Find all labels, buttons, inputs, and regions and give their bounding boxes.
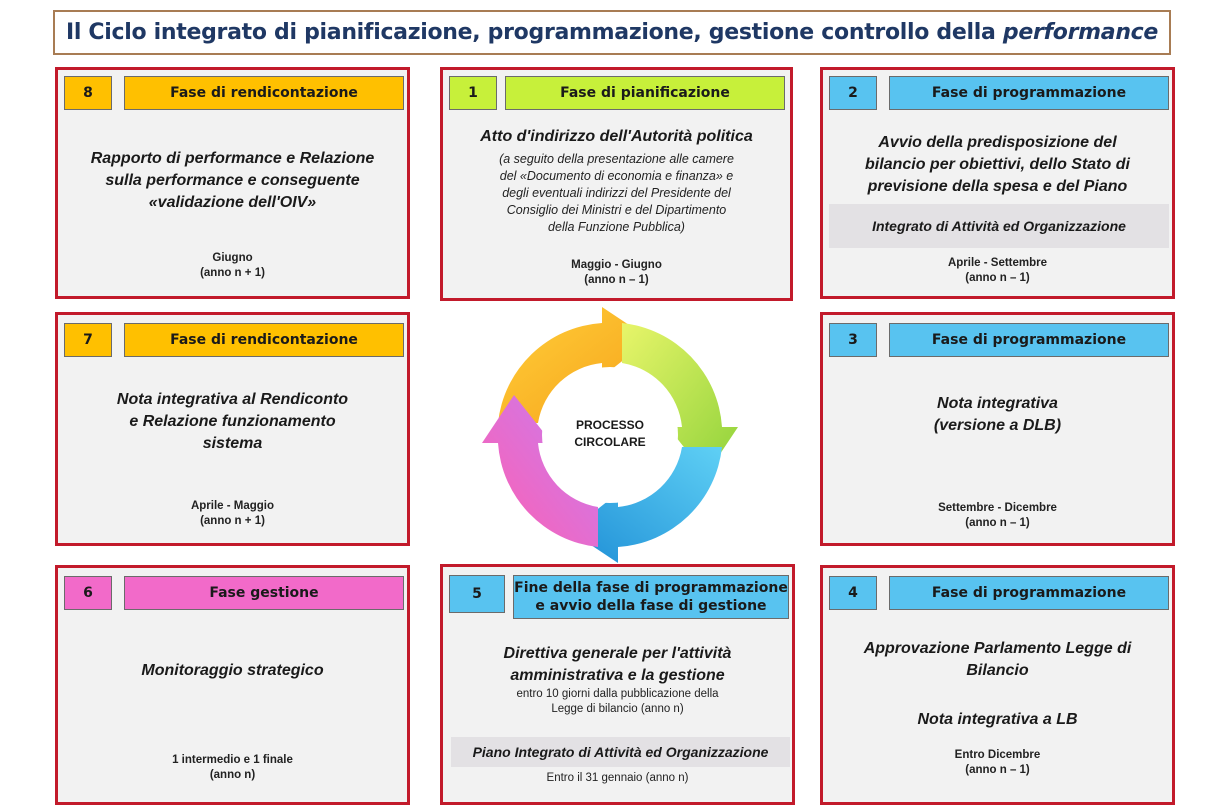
phase-box-6: 6 Fase gestione Monitoraggio strategico … [55, 565, 410, 805]
phase-box-2: 2 Fase di programmazione Avvio della pre… [820, 67, 1175, 299]
box-5-highlight: Piano Integrato di Attività ed Organizza… [451, 737, 790, 767]
box-5-after: Entro il 31 gennaio (anno n) [546, 772, 689, 784]
phase-label-8: Fase di rendicontazione [124, 76, 404, 110]
arrow-pink-segment [482, 395, 598, 547]
phase-label-4: Fase di programmazione [889, 576, 1169, 610]
step-number-3: 3 [829, 323, 877, 357]
box-2-main: Avvio della predisposizione del bilancio… [865, 134, 1130, 195]
step-number-5: 5 [449, 575, 505, 613]
box-8-date: Giugno (anno n + 1) [200, 252, 265, 279]
box-1-main: Atto d'indirizzo dell'Autorità politica [480, 128, 753, 145]
box-3-date: Settembre - Dicembre (anno n – 1) [938, 502, 1057, 529]
arrow-yellow-segment [498, 307, 650, 423]
phase-box-4: 4 Fase di programmazione Approvazione Pa… [820, 565, 1175, 805]
phase-box-8: 8 Fase di rendicontazione Rapporto di pe… [55, 67, 410, 299]
arrow-blue-segment [570, 447, 722, 563]
step-number-2: 2 [829, 76, 877, 110]
phase-label-6: Fase gestione [124, 576, 404, 610]
page-title: Il Ciclo integrato di pianificazione, pr… [53, 10, 1171, 55]
box-2-highlight: Integrato di Attività ed Organizzazione [829, 204, 1169, 248]
box-1-sub: (a seguito della presentazione alle came… [499, 152, 734, 234]
step-number-4: 4 [829, 576, 877, 610]
box-6-date: 1 intermedio e 1 finale (anno n) [172, 754, 293, 781]
phase-label-3: Fase di programmazione [889, 323, 1169, 357]
title-italic: performance [1002, 20, 1159, 45]
center-circle [542, 367, 678, 503]
box-1-date: Maggio - Giugno (anno n – 1) [571, 259, 662, 286]
step-number-7: 7 [64, 323, 112, 357]
box-2-date: Aprile - Settembre (anno n – 1) [947, 257, 1048, 284]
phase-label-7: Fase di rendicontazione [124, 323, 404, 357]
step-number-6: 6 [64, 576, 112, 610]
circular-process-diagram: PROCESSO CIRCOLARE [482, 307, 738, 563]
box-4-main2: Nota integrativa a LB [917, 711, 1078, 728]
title-text: Il Ciclo integrato di pianificazione, pr… [65, 20, 1003, 45]
box-6-main: Monitoraggio strategico [141, 662, 324, 679]
box-3-main: Nota integrativa (versione a DLB) [933, 395, 1062, 434]
box-8-main: Rapporto di performance e Relazione sull… [90, 150, 375, 211]
box-4-date: Entro Dicembre (anno n – 1) [954, 749, 1041, 776]
center-label-line1: PROCESSO [576, 418, 644, 432]
box-7-main: Nota integrativa al Rendiconto e Relazio… [116, 391, 349, 452]
box-4-main: Approvazione Parlamento Legge di Bilanci… [863, 640, 1132, 679]
arrow-green-segment [622, 323, 738, 475]
step-number-1: 1 [449, 76, 497, 110]
phase-box-3: 3 Fase di programmazione Nota integrativ… [820, 312, 1175, 546]
phase-label-2: Fase di programmazione [889, 76, 1169, 110]
box-5-main: Direttiva generale per l'attività ammini… [503, 645, 732, 684]
center-label-line2: CIRCOLARE [574, 435, 645, 449]
box-5-small: entro 10 giorni dalla pubblicazione dell… [516, 688, 719, 715]
step-number-8: 8 [64, 76, 112, 110]
phase-box-1: 1 Fase di pianificazione Atto d'indirizz… [440, 67, 793, 301]
phase-label-1: Fase di pianificazione [505, 76, 785, 110]
phase-box-7: 7 Fase di rendicontazione Nota integrati… [55, 312, 410, 546]
box-7-date: Aprile - Maggio (anno n + 1) [190, 500, 275, 527]
